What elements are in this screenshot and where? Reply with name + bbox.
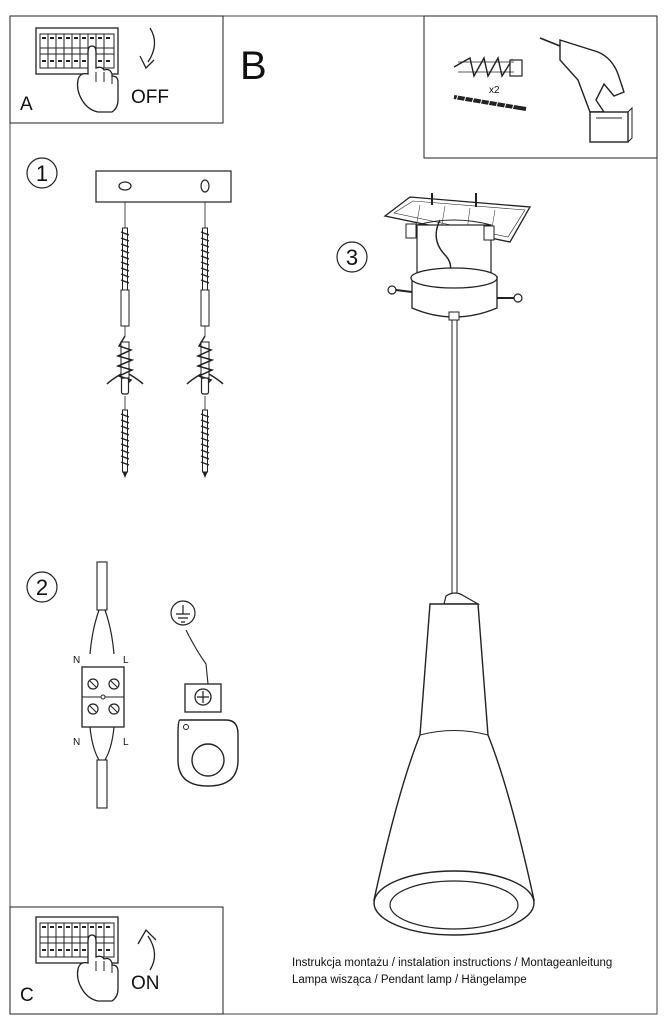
n-bottom-label: N [73,737,80,748]
on-label: ON [131,973,160,994]
panel-b-letter: B [240,44,267,88]
wall-plug-1 [106,335,144,395]
wall-plug-icon [453,56,523,78]
breaker-box [35,27,119,75]
step-3-number: 3 [346,245,358,270]
canopy [387,219,523,321]
l-bottom-label: L [123,737,129,748]
breaker-box-c [35,916,119,964]
terminal-block [81,666,125,728]
quantity-label: x2 [489,85,500,96]
step-1: 1 [26,157,232,479]
step-2: 2 N L N L [26,561,239,809]
screw-icon [453,94,527,111]
arrow-down-icon [147,27,156,63]
screw-1 [120,227,130,327]
panel-c: C ON [9,906,224,1015]
ground-wire [185,629,209,685]
footer-caption: Instrukcja montażu / instalation instruc… [292,955,612,989]
panel-c-letter: C [20,985,34,1006]
supply-cable [96,561,108,611]
ground-icon [170,600,196,626]
page-border [9,15,658,1015]
pendant-cable [451,319,458,601]
mounting-bracket [95,170,232,203]
off-label: OFF [131,87,169,108]
footer-line-1: Instrukcja montażu / instalation instruc… [292,957,613,969]
step-1-number: 1 [36,161,48,186]
ground-terminal [177,683,239,787]
footer-line-2: Lampa wisząca / Pendant lamp / Hängelamp… [292,974,527,986]
n-top-label: N [73,655,80,666]
pendant-shade [373,592,535,936]
tools-panel: x2 [423,15,658,159]
l-top-label: L [123,655,129,666]
step-2-number: 2 [36,575,48,600]
screw-3 [120,409,130,479]
screw-4 [200,409,210,479]
step-3: 3 [336,193,535,936]
wall-plug-2 [186,335,224,395]
drill-icon [539,37,633,143]
panel-a-letter: A [20,94,33,115]
lamp-cable [96,759,108,809]
panel-a: A OFF [9,15,224,124]
arrow-up-icon [147,935,156,971]
screw-2 [200,227,210,327]
